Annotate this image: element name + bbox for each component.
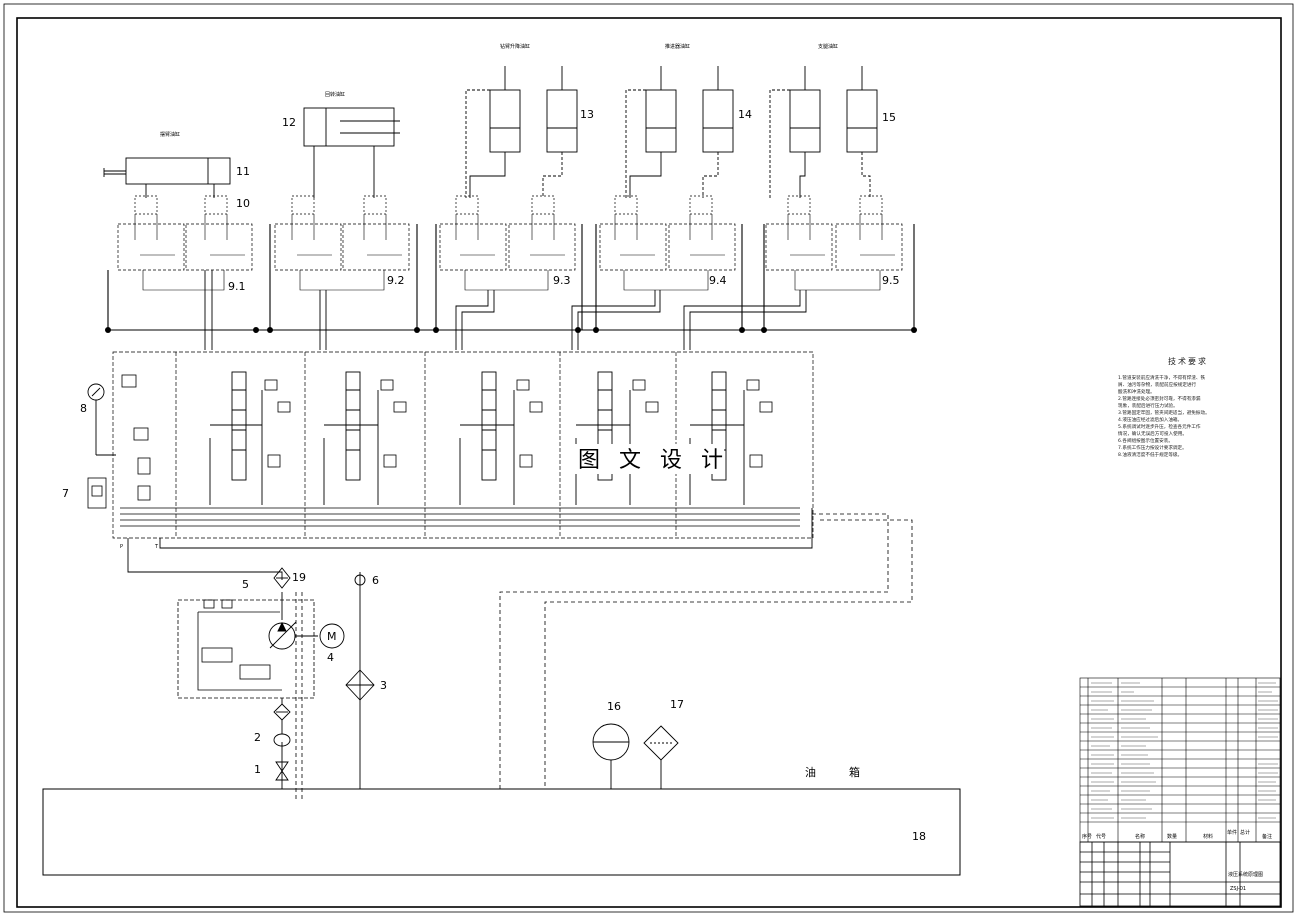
part-number-2: 2 [254,731,261,744]
part-number-12: 12 [282,116,296,129]
tech-req-line: 7.系统工作压力按设计要求调定。 [1118,446,1187,451]
tech-req-line: 酸洗和冲洗处理。 [1118,390,1155,395]
return-filter-19 [273,567,291,589]
motor-symbol: M [327,630,337,643]
oil-tank [42,788,961,876]
part-number-5: 5 [242,578,249,591]
part-number-9-3: 9.3 [553,274,571,287]
part-number-11: 11 [236,165,250,178]
tech-req-line: 4.液压油应经过滤后加入油箱。 [1118,418,1183,423]
check-valve-6 [354,574,366,586]
electric-motor-4 [319,623,345,649]
title-block [1079,841,1281,907]
section-relief-valves [264,379,773,468]
title-block-header-3: 名称 [1135,833,1145,840]
tech-req-line: 6.各阀组按图示位置安装。 [1118,439,1173,444]
part-number-9-2: 9.2 [387,274,405,287]
level-gauge-16 [592,723,630,789]
valve-internal-details [134,214,895,291]
part-number-4: 4 [327,651,334,664]
tech-req-line: 屑、油污等杂物，装配前应按规定进行 [1118,383,1197,388]
cylinder-13 [465,66,578,198]
tech-req-line: 8.油液清洁度不低于规定等级。 [1118,453,1183,458]
main-supply-line [107,224,915,331]
work-lines [204,270,807,350]
pump-control-5 [177,599,315,699]
cooler-3 [345,669,375,701]
part-number-9-5: 9.5 [882,274,900,287]
suction-filter-and-valves [273,698,291,781]
title-block-header-6: 单件 [1227,829,1237,836]
part-number-9-4: 9.4 [709,274,727,287]
pilot-valve-7 [87,374,151,509]
technical-requirements-title: 技术要求 [1168,357,1208,366]
port-label-t: T [154,544,159,550]
watermark-text: 图 文 设 计 [578,448,729,473]
parts-list-table [1079,677,1281,843]
cylinder-15-label: 支腿油缸 [818,43,838,50]
watermark-background [572,444,724,474]
part-number-3: 3 [380,679,387,692]
part-number-13: 13 [580,108,594,121]
part-number-9-1: 9.1 [228,280,246,293]
cylinder-13-label: 钻臂升降油缸 [500,43,530,50]
cylinder-14 [625,66,734,198]
part-number-19: 19 [292,571,306,584]
tech-req-line: 1.管道安装前应清洗干净，不得有焊渣、铁 [1118,376,1206,381]
part-number-8: 8 [80,402,87,415]
title-block-drawing-name: 液压系统原理图 [1228,871,1263,878]
cylinder-11-label: 摆臂油缸 [160,131,180,138]
part-number-17: 17 [670,698,684,711]
tank-label: 油 箱 [805,765,860,779]
air-filter-17 [643,725,679,789]
part-number-1: 1 [254,763,261,776]
tech-req-line: 2.管路连接处必须密封可靠，不得有渗漏 [1118,397,1201,402]
valve-group-9-5 [765,223,903,271]
drawing-frame-outer [3,3,1294,913]
technical-requirements: 技术要求 1.管道安装前应清洗干净，不得有焊渣、铁 屑、油污等杂物，装配前应按规… [1118,358,1258,459]
port-label-p: P [120,544,123,550]
part-number-15: 15 [882,111,896,124]
title-block-header-8: 备注 [1262,833,1272,840]
title-block-drawing-code: ZSJ-01 [1230,886,1246,892]
tech-req-line: 5.系统调试时逐步升压，检查各元件工作 [1118,425,1201,430]
cylinder-12-label: 回转油缸 [325,91,345,98]
tech-req-line: 情况，确认无误后方可投入使用。 [1118,432,1187,437]
junction-dots [105,327,917,333]
part-number-16: 16 [607,700,621,713]
parts-list-fill-lines [1091,682,1278,819]
valve-group-9-3 [439,223,576,271]
tech-req-line: 3.管路固定牢固，管夹间距适当，避免振动。 [1118,411,1210,416]
part-number-18: 18 [912,830,926,843]
title-block-header-4: 数量 [1167,833,1177,840]
title-block-header-2: 代号 [1096,833,1106,840]
cylinder-14-label: 推进器油缸 [665,43,690,50]
supply-and-return-lines [127,508,813,789]
valve-group-9-4 [599,223,736,271]
variable-pump [268,621,318,650]
title-block-header-5: 材料 [1203,833,1213,840]
pressure-gauge-8 [87,383,116,456]
part-number-10: 10 [236,197,250,210]
valve-group-9-1 [117,223,253,271]
valve-group-9-2 [274,223,410,271]
drawing-frame-inner [16,17,1282,908]
part-number-14: 14 [738,108,752,121]
part-number-6: 6 [372,574,379,587]
tech-req-line: 现象，装配后进行压力试验。 [1118,404,1178,409]
spool-sections [209,371,745,505]
part-number-7: 7 [62,487,69,500]
return-gallery-lines [120,507,800,527]
title-block-header-1: 序号 [1082,833,1092,840]
cylinder-12 [303,107,400,198]
dashed-return-lines [295,513,913,800]
cylinder-11 [103,157,231,198]
title-block-header-7: 总计 [1240,829,1250,836]
cylinder-15 [769,66,878,198]
